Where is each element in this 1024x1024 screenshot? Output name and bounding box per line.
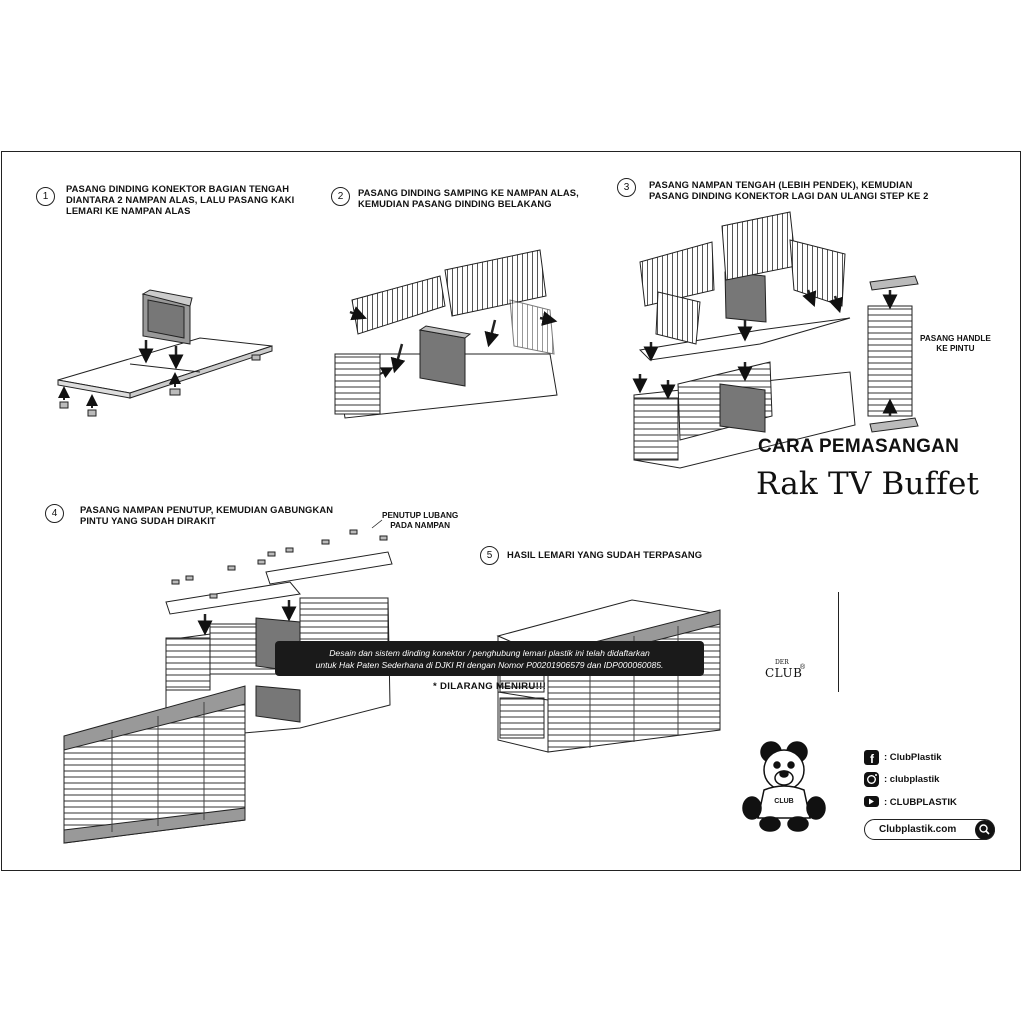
svg-text:f: f — [870, 752, 875, 766]
cap-note-line-2: PADA NAMPAN — [390, 520, 451, 530]
youtube-icon — [864, 796, 879, 807]
step-2-line-1: PASANG DINDING SAMPING KE NAMPAN ALAS, — [358, 187, 579, 198]
social-instagram[interactable]: : clubplastik — [884, 774, 939, 785]
step-3-number: 3 — [617, 178, 636, 197]
step-1-text: PASANG DINDING KONEKTOR BAGIAN TENGAH DI… — [66, 183, 294, 216]
step-2-number: 2 — [331, 187, 350, 206]
step-3-text: PASANG NAMPAN TENGAH (LEBIH PENDEK), KEM… — [649, 179, 928, 201]
handle-note-line-1: PASANG HANDLE — [920, 334, 991, 343]
step-1-number: 1 — [36, 187, 55, 206]
brand-club: CLUB — [765, 666, 803, 680]
connector-panel — [141, 289, 193, 345]
step-5-line-1: HASIL LEMARI YANG SUDAH TERPASANG — [507, 549, 703, 560]
step-4-text: PASANG NAMPAN PENUTUP, KEMUDIAN GABUNGKA… — [80, 504, 333, 526]
brand-der: DER — [775, 659, 789, 666]
step-4-line-2: PINTU YANG SUDAH DIRAKIT — [80, 515, 216, 526]
step-5-number: 5 — [480, 546, 499, 565]
brand-registered: ® — [800, 664, 806, 671]
step-5-illustration — [496, 599, 721, 753]
brand-divider — [838, 592, 840, 692]
step-1-line-2: DIANTARA 2 NAMPAN ALAS, LALU PASANG KAKI — [66, 194, 295, 205]
patent-line-2: untuk Hak Paten Sederhana di DJKI RI den… — [315, 660, 664, 670]
step-1-line-1: PASANG DINDING KONEKTOR BAGIAN TENGAH — [66, 183, 290, 194]
step-4-illustration — [63, 519, 393, 844]
instagram-icon — [864, 772, 879, 787]
website-link[interactable]: Clubplastik.com — [864, 819, 995, 840]
step-2-line-2: KEMUDIAN PASANG DINDING BELAKANG — [358, 198, 552, 209]
step-3-line-2: PASANG DINDING KONEKTOR LAGI DAN ULANGI … — [649, 190, 929, 201]
instagram-label: : clubplastik — [884, 774, 940, 785]
youtube-label: : CLUBPLASTIK — [884, 797, 957, 808]
step-4-number: 4 — [45, 504, 64, 523]
step-1-illustration — [57, 289, 273, 417]
step-2-text: PASANG DINDING SAMPING KE NAMPAN ALAS, K… — [358, 187, 579, 209]
club-bear-logo — [742, 741, 826, 832]
step-3-illustration — [632, 211, 919, 469]
step-5-text: HASIL LEMARI YANG SUDAH TERPASANG — [507, 549, 702, 560]
step-3-line-1: PASANG NAMPAN TENGAH (LEBIH PENDEK), KEM… — [649, 179, 913, 190]
cap-note: PENUTUP LUBANG PADA NAMPAN — [382, 511, 458, 530]
handle-note: PASANG HANDLE KE PINTU — [920, 334, 991, 353]
patent-line-1: Desain dan sistem dinding konektor / pen… — [329, 648, 650, 658]
website-label: Clubplastik.com — [879, 824, 957, 835]
page-title: CARA PEMASANGAN — [758, 436, 960, 457]
facebook-label: : ClubPlastik — [884, 752, 942, 763]
handle-note-line-2: KE PINTU — [936, 343, 975, 353]
cap-note-line-1: PENUTUP LUBANG — [382, 511, 459, 520]
step-2-illustration — [334, 249, 558, 419]
facebook-icon: f — [864, 750, 879, 766]
page-subtitle: Rak TV Buffet — [756, 466, 980, 502]
step-1-line-3: LEMARI KE NAMPAN ALAS — [66, 205, 191, 216]
social-facebook[interactable]: : ClubPlastik — [884, 752, 942, 763]
social-youtube[interactable]: : CLUBPLASTIK — [884, 797, 957, 808]
step-4-line-1: PASANG NAMPAN PENUTUP, KEMUDIAN GABUNGKA… — [80, 504, 334, 515]
patent-notice: Desain dan sistem dinding konektor / pen… — [275, 641, 704, 676]
bear-shirt-label: CLUB — [774, 798, 793, 805]
copy-warning: * DILARANG MENIRU!!! — [433, 681, 547, 692]
